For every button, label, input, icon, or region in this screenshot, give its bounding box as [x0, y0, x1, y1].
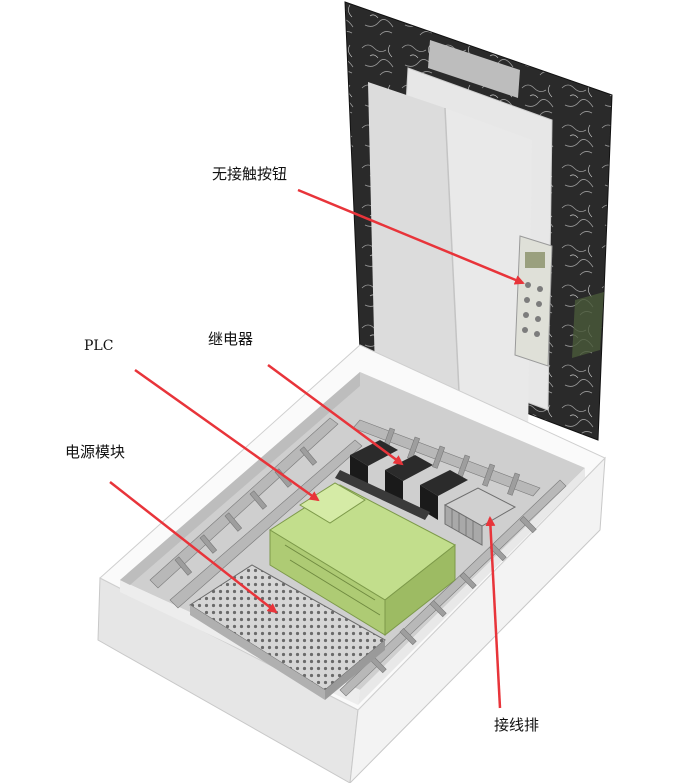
relay-group	[335, 440, 468, 520]
door-sheet-left	[368, 82, 460, 412]
label-touchless-button: 无接触按钮	[212, 165, 288, 183]
door-nameplate	[428, 40, 520, 98]
arrow-terminal-block	[485, 516, 502, 709]
touchless-button-panel	[514, 235, 553, 367]
arrow-power-module	[109, 481, 278, 614]
door-panel	[344, 1, 613, 441]
arrow-relay	[267, 363, 404, 466]
label-power-module: 电源模块	[65, 443, 126, 461]
arrow-plc	[134, 368, 320, 502]
power-supply-module	[189, 564, 386, 700]
arrow-touchless-button	[297, 188, 525, 285]
label-plc: PLC	[84, 338, 114, 354]
plc-unit	[269, 482, 456, 637]
callout-arrows	[109, 188, 525, 709]
door-sheet-right	[445, 108, 532, 438]
label-relay: 继电器	[208, 330, 254, 348]
label-terminal-block: 接线排	[494, 716, 540, 734]
terminal-block	[443, 487, 517, 546]
